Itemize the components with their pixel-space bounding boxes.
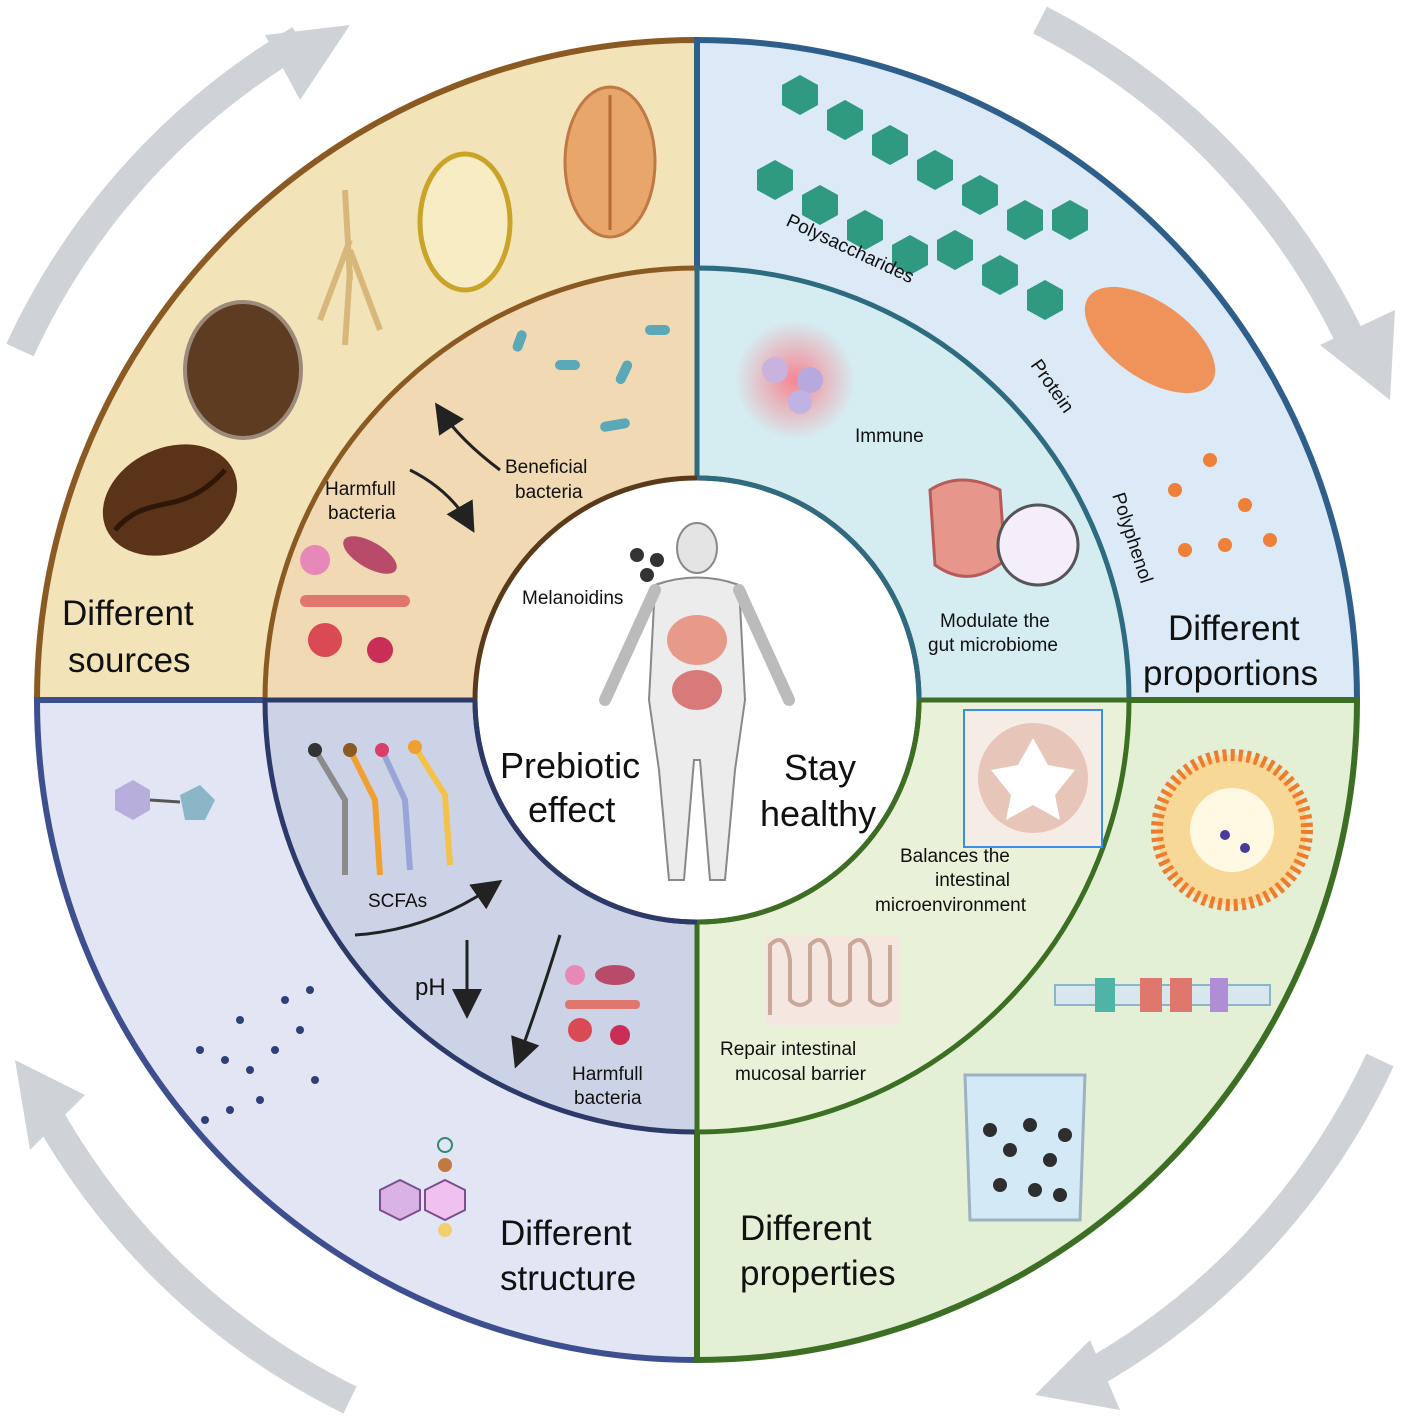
human-body-illustration [599,522,795,881]
barley-grain-illustration [563,85,657,239]
arrow-scfa [354,879,503,937]
cycle-arrowhead-bottom-right [1035,1340,1120,1410]
cycle-arrowhead-top-left [265,25,350,100]
cycle-arrowhead-bottom-left [15,1060,85,1150]
gut-microbiome-illustration [928,478,1080,587]
cycle-arrow-top-left [6,27,308,357]
membrane-channel-illustration [1054,978,1271,1012]
beneficial-bacteria-illustration [512,325,670,432]
label-prebiotic-1: Prebiotic [500,745,640,786]
arrow-beneficial-up [435,402,501,472]
intestinal-cross-section-illustration [963,709,1103,848]
label-stay-1: Stay [784,747,856,788]
label-melanoidins: Melanoidins [522,588,623,609]
liposome-illustration [1151,749,1313,911]
label-immune: Immune [855,426,924,447]
roasted-bean-illustration [183,300,303,440]
beaker-illustration [963,1073,1087,1222]
glycan-structure-illustration [115,780,215,820]
label-harmful-top-2: bacteria [328,503,396,524]
branched-chain-illustration [196,986,319,1124]
polyphenol-illustration [1168,453,1277,557]
harmful-bacteria-illustration-bottom [565,965,640,1045]
harmful-bacteria-illustration-top [300,536,410,663]
intestinal-villi-illustration [765,935,900,1025]
label-sources-2: sources [68,641,191,680]
label-beneficial-2: bacteria [515,482,583,503]
label-balances-1: Balances the [900,846,1010,867]
label-stay-2: healthy [760,793,876,834]
label-proportions-2: proportions [1143,654,1318,693]
label-repair-1: Repair intestinal [720,1039,856,1060]
label-scfas: SCFAs [368,891,427,912]
melanoidins-particles [630,548,664,582]
scfa-chains-illustration [312,745,453,876]
label-properties-2: properties [740,1254,896,1293]
cycle-arrowhead-top-right [1320,310,1395,400]
label-sources-1: Different [62,594,194,633]
label-repair-2: mucosal barrier [735,1064,867,1085]
label-gut-1: Modulate the [940,611,1050,632]
arrow-harmful-bottom [511,934,562,1069]
label-gut-2: gut microbiome [928,635,1058,656]
label-structure-1: Different [500,1214,632,1253]
immune-cells-illustration [735,320,855,440]
label-prebiotic-2: effect [528,789,615,830]
label-balances-2: intestinal [935,870,1010,891]
label-proportions-1: Different [1168,609,1300,648]
protein-illustration [1084,286,1216,394]
label-balances-3: microenvironment [875,895,1027,916]
label-structure-2: structure [500,1259,636,1298]
label-harmful-bottom-1: Harmfull [572,1064,643,1085]
coffee-bean-illustration [102,444,238,556]
arrow-harmful-down [409,468,475,533]
bean-seed-illustration [417,151,513,293]
label-beneficial-1: Beneficial [505,457,587,478]
polysaccharide-chain-illustration [757,75,1088,320]
label-harmful-top-1: Harmfull [325,479,396,500]
ginseng-root-illustration [317,189,383,346]
label-ph: pH [415,974,446,1001]
cycle-arrow-bottom-left [26,1092,357,1414]
label-properties-1: Different [740,1209,872,1248]
cycle-arrow-top-right [1033,6,1374,367]
glycoconjugate-illustration [379,1137,466,1237]
cycle-arrow-bottom-right [1072,1053,1394,1394]
label-harmful-bottom-2: bacteria [574,1088,642,1109]
cycle-arrows [6,6,1394,1414]
